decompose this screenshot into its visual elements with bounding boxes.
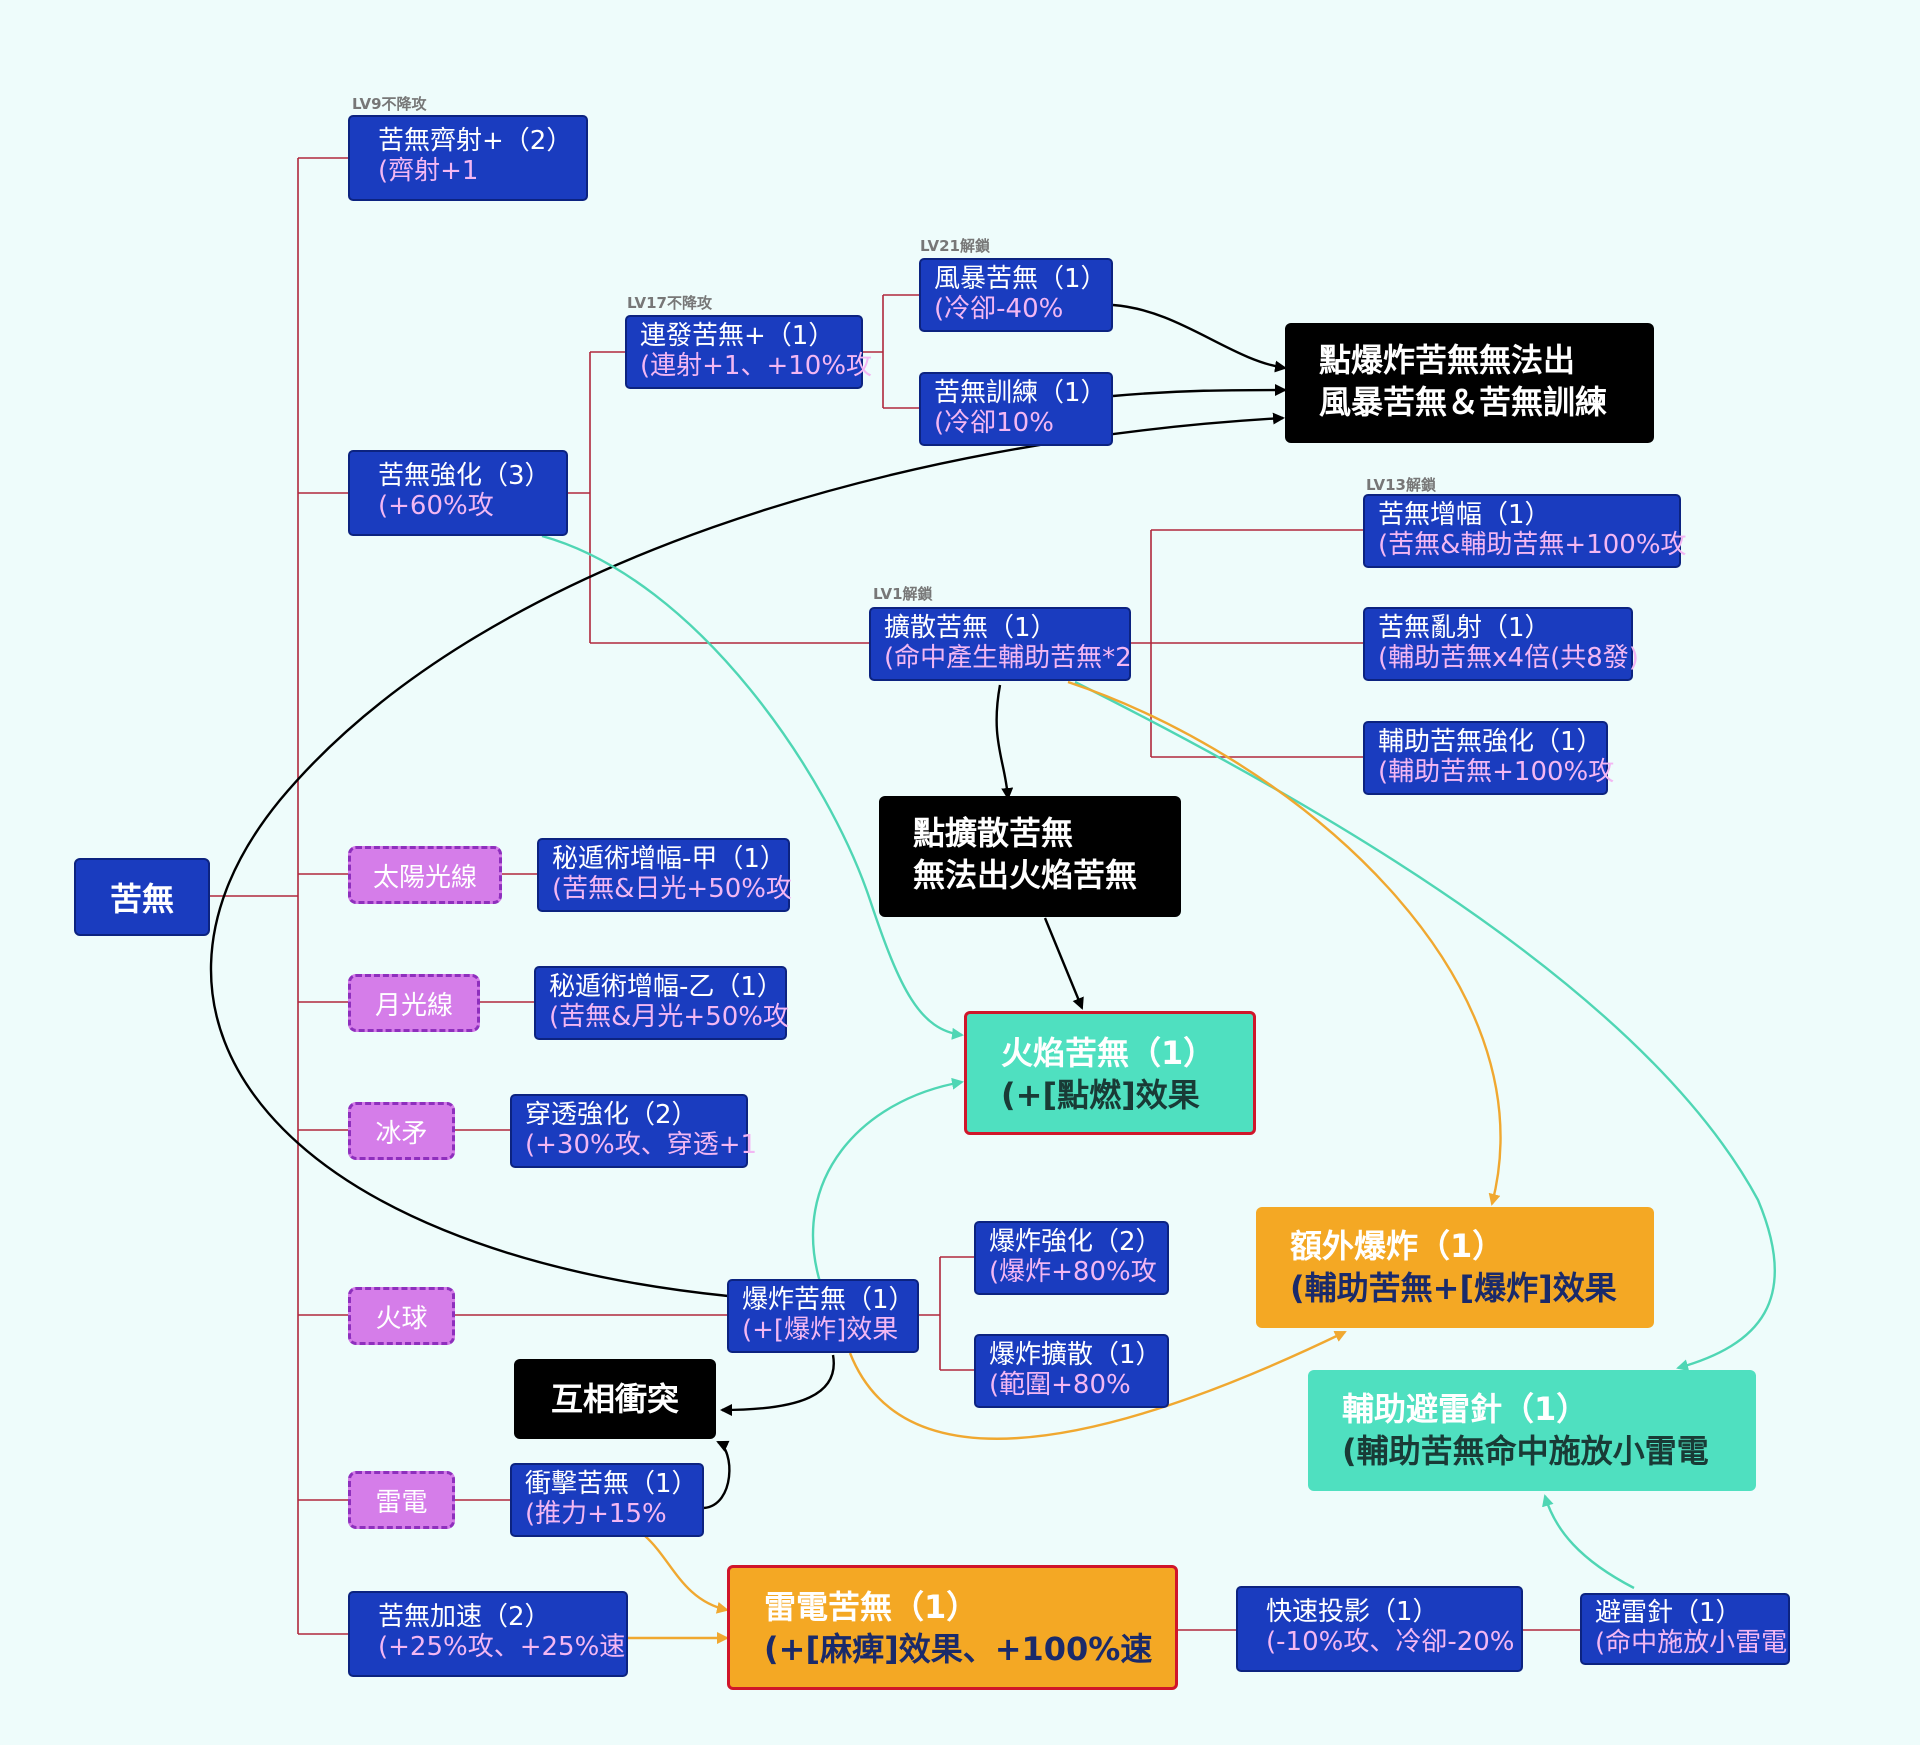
level-label-lv13: LV13解鎖 [1366,476,1436,494]
element-node-moonbeam[interactable]: 月光線 [348,974,480,1032]
skill-title: 苦無加速（2） [378,1602,551,1632]
skill-effect: (+60%攻 [378,491,494,521]
skill-effect: (命中施放小雷電 [1595,1628,1788,1658]
evolution-node-extra-explosion[interactable]: 額外爆炸（1） (輔助苦無+[爆炸]效果 [1256,1207,1654,1328]
skill-node-quick-projection[interactable]: 快速投影（1） (-10%攻、冷卻-20% [1236,1586,1523,1672]
skill-node-kunai-barrage[interactable]: 苦無亂射（1） (輔助苦無x4倍(共8發) [1363,607,1639,681]
evolution-node-flame-kunai[interactable]: 火焰苦無（1） (+[點燃]效果 [964,1011,1256,1135]
note-line: 點爆炸苦無無法出 [1319,341,1576,379]
skill-effect: (齊射+1 [378,156,479,186]
skill-effect: (輔助苦無+100%攻 [1378,757,1615,787]
skill-node-secret-boost-a[interactable]: 秘遁術增幅-甲（1） (苦無&日光+50%攻 [537,838,792,912]
skill-node-rapid-kunai[interactable]: 連發苦無+（1） (連射+1、+10%攻 [625,315,873,389]
skill-effect: (推力+15% [525,1499,667,1529]
skill-title: 擴散苦無（1） [884,613,1057,643]
skill-title: 苦無強化（3） [378,461,551,491]
evolution-effect: (+[點燃]效果 [1001,1076,1200,1114]
evolution-node-aux-lightning-rod[interactable]: 輔助避雷針（1） (輔助苦無命中施放小雷電 [1308,1370,1756,1491]
evolution-title: 雷電苦無（1） [764,1588,979,1626]
note-line: 無法出火焰苦無 [913,856,1138,894]
skill-title: 秘遁術增幅-甲（1） [552,844,786,874]
evolution-title: 額外爆炸（1） [1290,1227,1505,1265]
skill-title: 爆炸擴散（1） [989,1340,1162,1370]
skill-effect: (範圍+80% [989,1370,1131,1400]
skill-title: 苦無增幅（1） [1378,500,1551,530]
skill-node-explosion-enhance[interactable]: 爆炸強化（2） (爆炸+80%攻 [974,1221,1169,1295]
skill-effect: (冷卻10% [934,408,1054,438]
skill-title: 穿透強化（2） [525,1100,698,1130]
skill-effect: (命中產生輔助苦無*2 [884,643,1132,673]
skill-title: 苦無訓練（1） [934,378,1107,408]
skill-node-secret-boost-b[interactable]: 秘遁術增幅-乙（1） (苦無&月光+50%攻 [534,966,789,1040]
skill-effect: (冷卻-40% [934,294,1064,324]
skill-node-lightning-rod[interactable]: 避雷針（1） (命中施放小雷電 [1580,1593,1790,1665]
skill-title: 快速投影（1） [1266,1597,1439,1627]
skill-effect: (+[爆炸]效果 [742,1315,899,1345]
skill-node-explosive-kunai[interactable]: 爆炸苦無（1） (+[爆炸]效果 [727,1279,919,1353]
note-line: 點擴散苦無 [913,814,1074,852]
root-node-kunai[interactable]: 苦無 [74,858,210,936]
skill-title: 秘遁術增幅-乙（1） [549,972,783,1002]
skill-title: 爆炸苦無（1） [742,1285,915,1315]
skill-title: 風暴苦無（1） [934,264,1107,294]
evolution-title: 火焰苦無（1） [1001,1034,1216,1072]
element-node-ice-spear[interactable]: 冰矛 [348,1102,455,1160]
skill-effect: (+25%攻、+25%速 [378,1632,626,1662]
skill-effect: (苦無&日光+50%攻 [552,874,792,904]
skill-node-pierce-enhance[interactable]: 穿透強化（2） (+30%攻、穿透+1 [510,1094,758,1168]
element-node-fireball[interactable]: 火球 [348,1287,455,1345]
skill-effect: (+30%攻、穿透+1 [525,1130,758,1160]
element-node-sunbeam[interactable]: 太陽光線 [348,846,502,904]
evolution-title: 輔助避雷針（1） [1342,1390,1589,1428]
skill-node-spread-kunai[interactable]: 擴散苦無（1） (命中產生輔助苦無*2 [869,607,1132,681]
level-label-lv1: LV1解鎖 [873,585,933,603]
skill-node-aux-kunai-enhance[interactable]: 輔助苦無強化（1） (輔助苦無+100%攻 [1363,721,1615,795]
skill-title: 輔助苦無強化（1） [1378,727,1603,757]
level-label-lv17: LV17不降攻 [627,294,712,312]
skill-title: 避雷針（1） [1595,1598,1742,1628]
skill-node-kunai-training[interactable]: 苦無訓練（1） (冷卻10% [919,372,1113,446]
skill-node-kunai-enhance[interactable]: 苦無強化（3） (+60%攻 [348,450,568,536]
skill-title: 爆炸強化（2） [989,1227,1162,1257]
skill-node-kunai-multishot[interactable]: 苦無齊射+（2） (齊射+1 [348,115,588,201]
skill-effect: (-10%攻、冷卻-20% [1266,1627,1515,1657]
skill-effect: (爆炸+80%攻 [989,1257,1157,1287]
skill-title: 苦無齊射+（2） [378,126,573,156]
skill-title: 衝擊苦無（1） [525,1469,698,1499]
skill-node-kunai-accel[interactable]: 苦無加速（2） (+25%攻、+25%速 [348,1591,628,1677]
note-explosive-blocks-storm: 點爆炸苦無無法出 風暴苦無＆苦無訓練 [1285,323,1654,443]
level-label-lv9: LV9不降攻 [352,95,427,113]
skill-title: 苦無亂射（1） [1378,613,1551,643]
skill-node-impact-kunai[interactable]: 衝擊苦無（1） (推力+15% [510,1463,704,1537]
skill-effect: (輔助苦無x4倍(共8發) [1378,643,1639,673]
skill-effect: (連射+1、+10%攻 [640,351,873,381]
skill-effect: (苦無&月光+50%攻 [549,1002,789,1032]
evolution-effect: (輔助苦無命中施放小雷電 [1342,1432,1709,1470]
element-node-lightning[interactable]: 雷電 [348,1471,455,1529]
skill-node-explosion-spread[interactable]: 爆炸擴散（1） (範圍+80% [974,1334,1169,1408]
evolution-effect: (+[麻痺]效果、+100%速 [764,1630,1153,1668]
skill-node-storm-kunai[interactable]: 風暴苦無（1） (冷卻-40% [919,258,1113,332]
evolution-node-lightning-kunai[interactable]: 雷電苦無（1） (+[麻痺]效果、+100%速 [727,1565,1178,1690]
level-label-lv21: LV21解鎖 [920,237,990,255]
skill-node-kunai-amplify[interactable]: 苦無增幅（1） (苦無&輔助苦無+100%攻 [1363,494,1687,568]
note-line: 風暴苦無＆苦無訓練 [1319,383,1608,421]
evolution-effect: (輔助苦無+[爆炸]效果 [1290,1269,1617,1307]
note-spread-blocks-flame: 點擴散苦無 無法出火焰苦無 [879,796,1181,917]
skill-effect: (苦無&輔助苦無+100%攻 [1378,530,1687,560]
note-mutual-conflict: 互相衝突 [514,1359,716,1439]
skill-title: 連發苦無+（1） [640,321,835,351]
